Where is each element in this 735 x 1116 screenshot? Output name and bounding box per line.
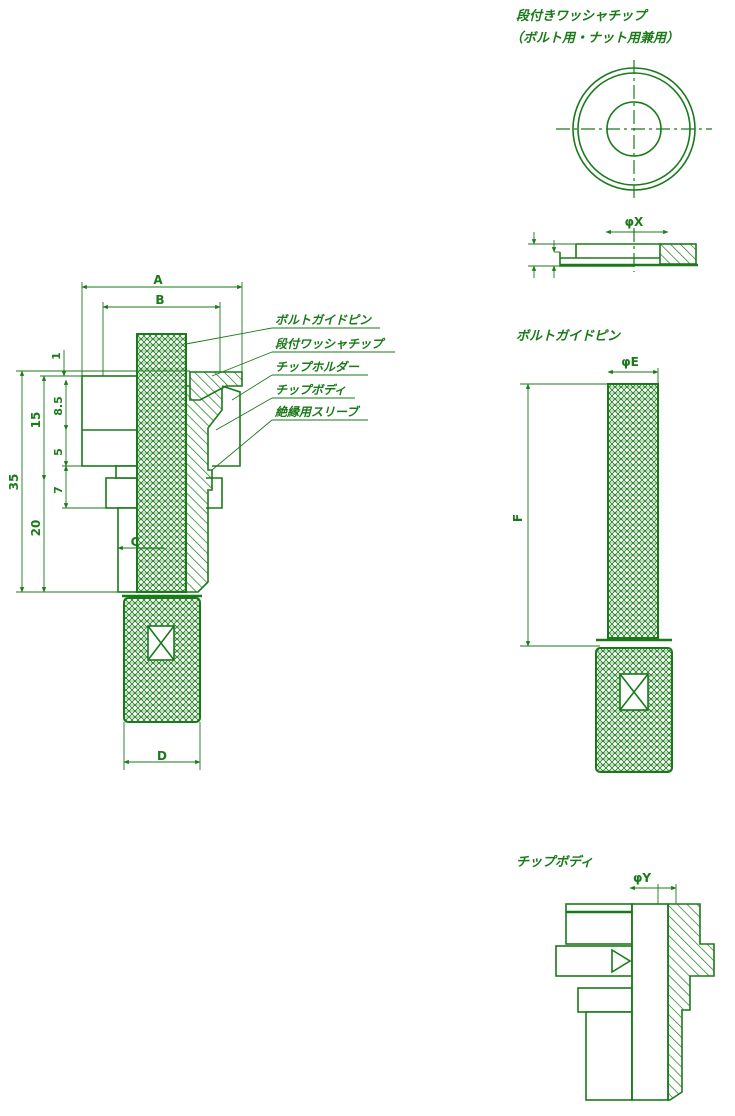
guide-pin [136,333,187,593]
callout-tip-body: チップボディ [275,383,346,397]
washer-tip-view: 段付きワッシャチップ （ボルト用・ナット用兼用） φX [510,8,712,278]
washer-tip-title: 段付きワッシャチップ [516,8,649,24]
tip-body-view: チップボディ φY [516,854,715,1101]
dim-y: φY [633,871,651,885]
dim-b: B [155,293,164,307]
tip-body-section [185,385,223,593]
tip-body-bore [631,903,669,1101]
washer-tip-subtitle: （ボルト用・ナット用兼用） [510,30,679,46]
dim-a: A [153,273,163,287]
dim-d: D [157,749,167,763]
dim-15: 15 [29,412,43,429]
callout-insulating-sleeve: 絶縁用スリーブ [274,405,361,419]
callout-guide-pin: ボルトガイドピン [275,313,372,327]
callout-tip-holder: チップホルダー [275,360,360,374]
dim-f: F [511,514,525,522]
dim-e: φE [621,355,639,369]
dim-35: 35 [7,474,21,491]
tip-body-title: チップボディ [516,854,593,870]
dim-x: φX [625,215,644,229]
guide-pin-shaft [607,383,659,639]
callout-washer-tip: 段付ワッシャチップ [275,337,386,351]
tip-body-upper [565,903,633,945]
dim-20: 20 [29,520,43,537]
dim-1: 1 [50,352,63,360]
dim-7: 7 [52,486,65,494]
dim-8-5: 8.5 [52,396,65,416]
dim-c: C [131,535,140,549]
dim-5: 5 [52,448,65,456]
tip-body-hatch [667,903,715,1101]
guide-pin-view: ボルトガイドピン φE F [511,328,673,773]
guide-pin-title: ボルトガイドピン [516,328,621,344]
assembly-view: A B C D 35 15 20 1 8.5 5 7 ボルトガ [7,273,395,770]
washer-section [659,243,697,265]
